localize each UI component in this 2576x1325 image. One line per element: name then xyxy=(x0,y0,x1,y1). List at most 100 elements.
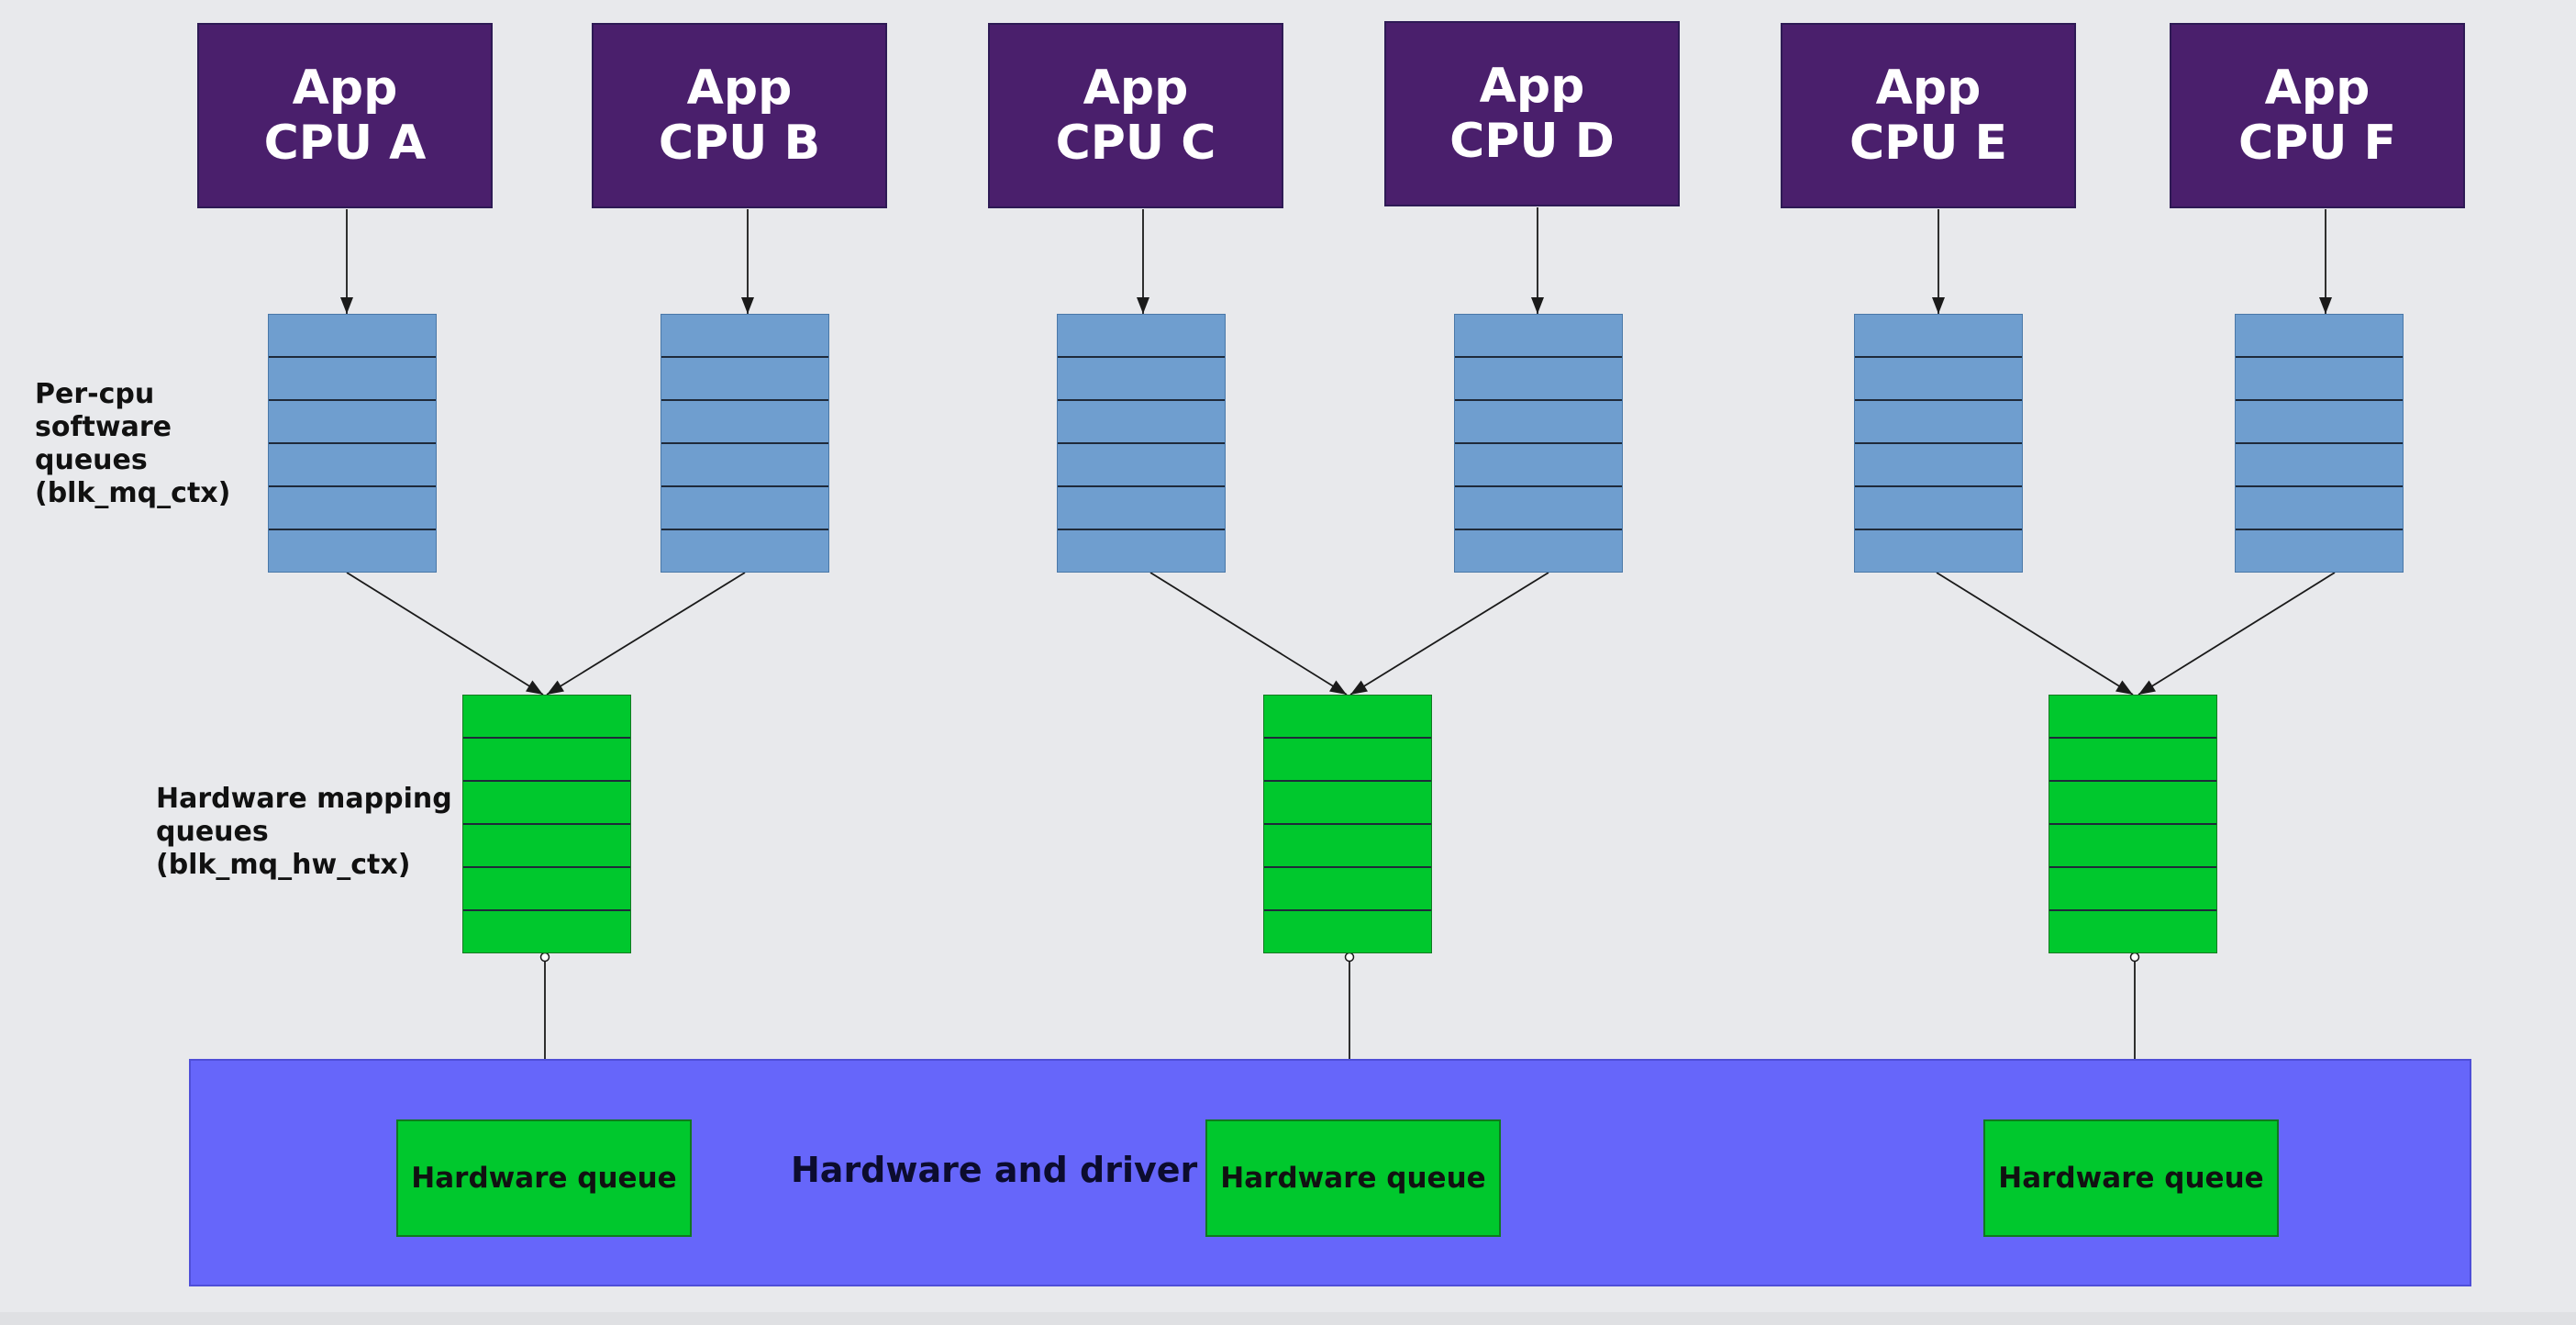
queue-slot xyxy=(1455,315,1622,358)
queue-slot xyxy=(1264,782,1431,825)
queue-slot xyxy=(1058,401,1225,444)
connector-dot-icon xyxy=(1344,952,1355,963)
ctx-to-hctx-arrow xyxy=(546,572,746,696)
queue-slot xyxy=(463,911,630,952)
bottom-strip xyxy=(0,1312,2576,1325)
ctx-to-hctx-arrow xyxy=(1936,572,2134,696)
queue-slot xyxy=(2049,911,2216,952)
cpu-app-label: App xyxy=(1875,61,1982,116)
queue-slot xyxy=(1855,401,2022,444)
queue-slot xyxy=(463,739,630,782)
queue-slot xyxy=(269,315,436,358)
queue-slot xyxy=(1058,444,1225,487)
cpu-name-label: CPU F xyxy=(2237,116,2397,171)
arrow-head-icon xyxy=(547,680,564,695)
queue-slot xyxy=(2049,825,2216,868)
queue-slot xyxy=(1264,825,1431,868)
software-queue-f xyxy=(2235,314,2404,573)
queue-slot xyxy=(1264,739,1431,782)
hardware-queue-box-1: Hardware queue xyxy=(396,1119,692,1237)
queue-slot xyxy=(1855,358,2022,401)
arrow-head-icon xyxy=(1932,297,1945,314)
hardware-mapping-queue-2 xyxy=(1263,695,1432,953)
queue-slot xyxy=(1058,530,1225,572)
queue-slot xyxy=(1455,358,1622,401)
hardware-queue-box-2: Hardware queue xyxy=(1205,1119,1501,1237)
queue-slot xyxy=(1855,487,2022,530)
queue-slot xyxy=(1264,868,1431,911)
hardware-queue-label: Hardware queue xyxy=(411,1162,677,1195)
queue-slot xyxy=(2049,868,2216,911)
queue-slot xyxy=(463,782,630,825)
software-queue-b xyxy=(661,314,829,573)
software-queue-c xyxy=(1057,314,1226,573)
queue-slot xyxy=(661,487,828,530)
queue-slot xyxy=(2236,315,2403,358)
arrow-head-icon xyxy=(340,297,353,314)
queue-slot xyxy=(2049,782,2216,825)
arrow-head-icon xyxy=(2115,680,2133,695)
arrow-head-icon xyxy=(741,297,754,314)
cpu-app-label: App xyxy=(292,61,398,116)
cpu-app-label: App xyxy=(686,61,793,116)
queue-slot xyxy=(661,530,828,572)
queue-slot xyxy=(1855,530,2022,572)
queue-slot xyxy=(463,825,630,868)
queue-slot xyxy=(1455,401,1622,444)
queue-slot xyxy=(269,487,436,530)
hardware-mapping-queue-3 xyxy=(2049,695,2217,953)
cpu-app-label: App xyxy=(1479,59,1585,114)
cpu-name-label: CPU A xyxy=(263,116,427,171)
queue-slot xyxy=(2236,358,2403,401)
queue-slot xyxy=(269,401,436,444)
queue-slot xyxy=(661,401,828,444)
software-queue-d xyxy=(1454,314,1623,573)
arrow-head-icon xyxy=(1137,297,1149,314)
queue-slot xyxy=(2236,444,2403,487)
connector-dot-icon xyxy=(539,952,550,963)
arrow-head-icon xyxy=(2319,297,2332,314)
cpu-box-d: App CPU D xyxy=(1384,21,1680,206)
cpu-name-label: CPU D xyxy=(1449,114,1615,169)
cpu-name-label: CPU B xyxy=(658,116,821,171)
queue-slot xyxy=(2236,530,2403,572)
queue-slot xyxy=(269,530,436,572)
software-queue-e xyxy=(1854,314,2023,573)
cpu-box-f: App CPU F xyxy=(2170,23,2465,208)
ctx-to-hctx-arrow xyxy=(1149,572,1348,696)
queue-slot xyxy=(269,358,436,401)
queue-slot xyxy=(661,315,828,358)
hardware-queue-label: Hardware queue xyxy=(1998,1162,2264,1195)
queue-slot xyxy=(661,358,828,401)
queue-slot xyxy=(1455,487,1622,530)
connector-dot-icon xyxy=(2129,952,2140,963)
cpu-name-label: CPU E xyxy=(1849,116,2008,171)
queue-slot xyxy=(2236,487,2403,530)
queue-slot xyxy=(1455,530,1622,572)
cpu-app-label: App xyxy=(1083,61,1189,116)
arrow-head-icon xyxy=(1531,297,1544,314)
ctx-to-hctx-arrow xyxy=(2137,572,2336,696)
queue-slot xyxy=(661,444,828,487)
cpu-box-a: App CPU A xyxy=(197,23,493,208)
arrow-head-icon xyxy=(1329,680,1347,695)
cpu-box-b: App CPU B xyxy=(592,23,887,208)
queue-slot xyxy=(1264,696,1431,739)
queue-slot xyxy=(1058,315,1225,358)
cpu-box-c: App CPU C xyxy=(988,23,1283,208)
queue-slot xyxy=(2236,401,2403,444)
queue-slot xyxy=(1455,444,1622,487)
arrow-head-icon xyxy=(2138,680,2156,695)
queue-slot xyxy=(1058,358,1225,401)
hardware-queue-label: Hardware queue xyxy=(1220,1162,1486,1195)
hardware-mapping-queue-1 xyxy=(462,695,631,953)
queue-slot xyxy=(463,696,630,739)
queue-slot xyxy=(2049,696,2216,739)
ctx-to-hctx-arrow xyxy=(1349,572,1549,696)
hardware-queue-box-3: Hardware queue xyxy=(1983,1119,2279,1237)
software-queue-a xyxy=(268,314,437,573)
queue-slot xyxy=(2049,739,2216,782)
queue-slot xyxy=(1264,911,1431,952)
cpu-box-e: App CPU E xyxy=(1781,23,2076,208)
arrow-head-icon xyxy=(526,680,543,695)
